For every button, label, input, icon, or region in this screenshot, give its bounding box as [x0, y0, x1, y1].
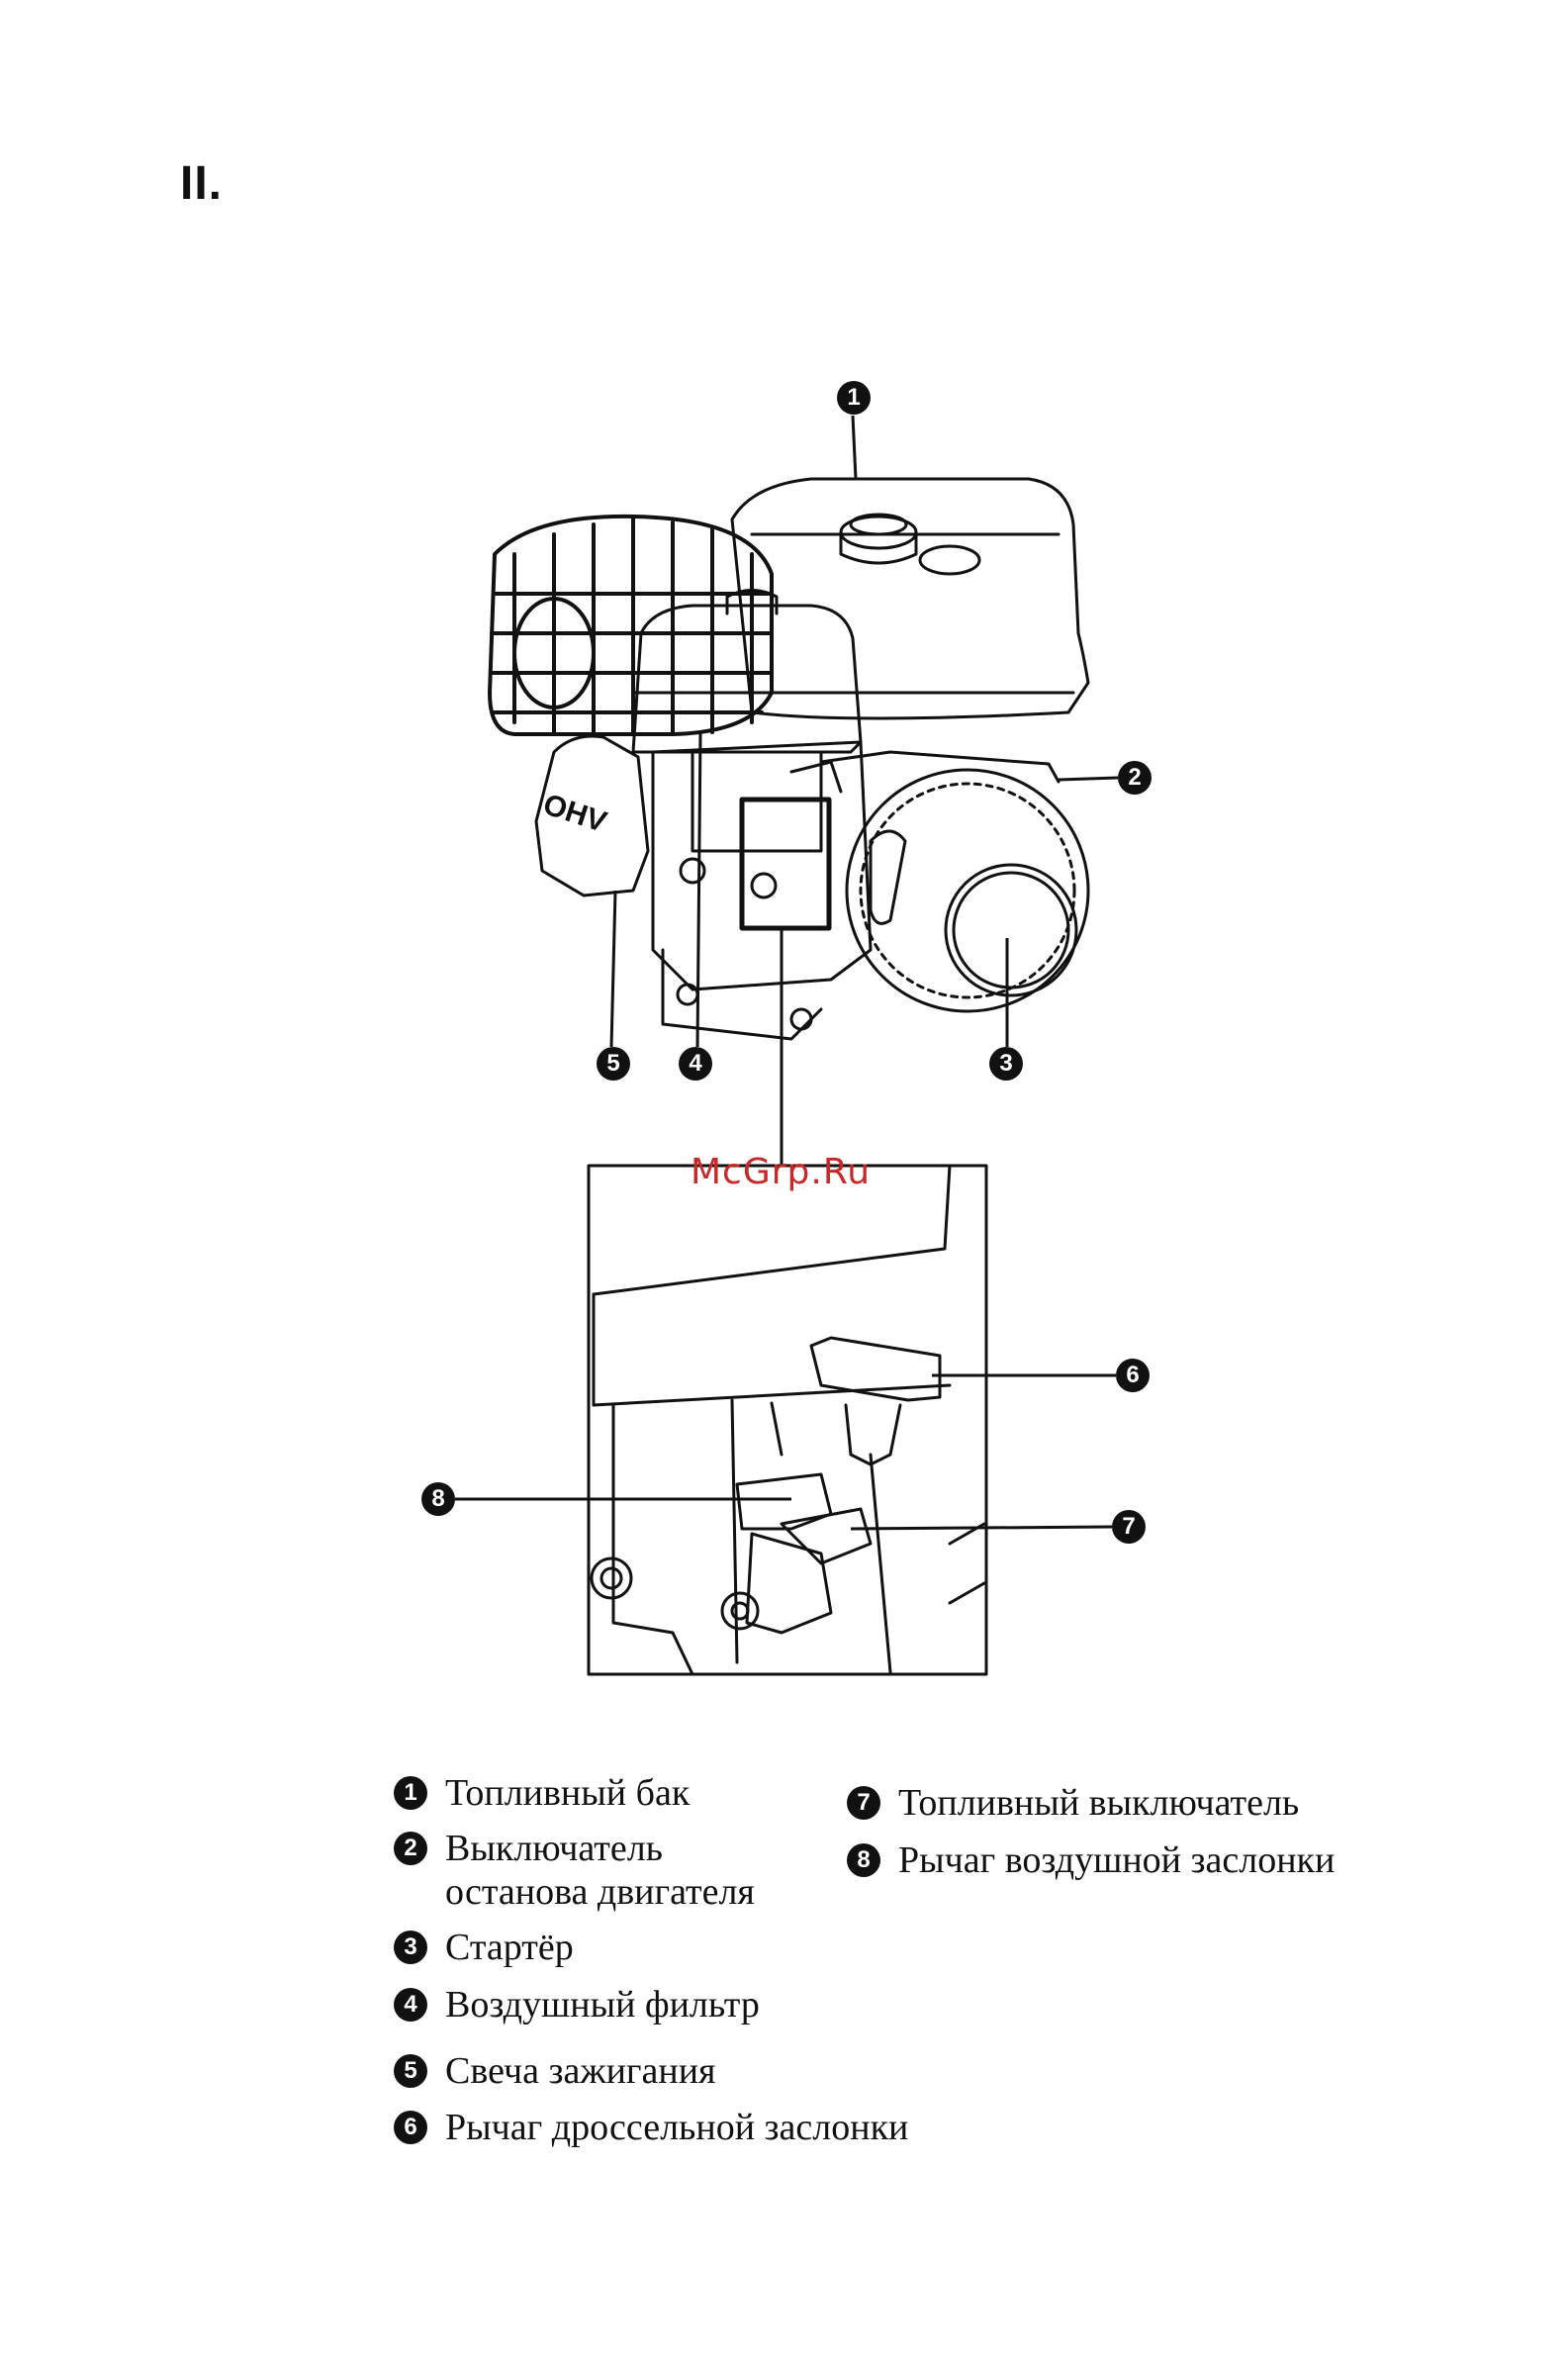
cylinder-head-drawing: OHV [536, 736, 648, 895]
legend-item-5: 5 Свеча зажигания [394, 2049, 716, 2093]
legend-item-2: 2 Выключатель останова двигателя [394, 1827, 755, 1914]
callout-3: 3 [989, 1047, 1023, 1081]
legend-number: 8 [847, 1843, 880, 1877]
legend-label: Стартёр [445, 1926, 574, 1969]
legend-label: Рычаг дроссельной заслонки [445, 2106, 908, 2149]
crankcase-drawing [653, 742, 871, 1039]
legend-label: Воздушный фильтр [445, 1983, 760, 2026]
callout-8: 8 [421, 1482, 455, 1516]
legend-number: 5 [394, 2054, 427, 2088]
detail-view-drawing [589, 1166, 986, 1674]
legend-item-4: 4 Воздушный фильтр [394, 1983, 760, 2026]
legend-number: 2 [394, 1832, 427, 1865]
legend-item-3: 3 Стартёр [394, 1926, 574, 1969]
legend-number: 7 [847, 1786, 880, 1820]
callout-4: 4 [679, 1047, 712, 1081]
legend-label: Рычаг воздушной заслонки [898, 1838, 1335, 1882]
legend-number: 1 [394, 1776, 427, 1810]
svg-text:OHV: OHV [539, 788, 610, 838]
callout-2: 2 [1118, 761, 1152, 795]
detail-marker-box [742, 800, 829, 928]
legend-number: 6 [394, 2111, 427, 2144]
legend-item-7: 7 Топливный выключатель [847, 1781, 1299, 1825]
legend-item-6: 6 Рычаг дроссельной заслонки [394, 2106, 908, 2149]
legend-label: Топливный выключатель [898, 1781, 1299, 1825]
recoil-starter-drawing [821, 752, 1088, 1011]
muffler-guard-drawing [490, 517, 772, 734]
callout-6: 6 [1116, 1359, 1150, 1392]
legend-item-8: 8 Рычаг воздушной заслонки [847, 1838, 1335, 1882]
callout-1: 1 [837, 381, 871, 415]
callout-5: 5 [597, 1047, 630, 1081]
legend-label: Свеча зажигания [445, 2049, 716, 2093]
watermark: McGrp.Ru [691, 1152, 871, 1192]
legend-number: 3 [394, 1931, 427, 1964]
legend-label: Выключатель останова двигателя [445, 1827, 755, 1914]
legend-number: 4 [394, 1988, 427, 2022]
fuel-tank-drawing [732, 479, 1088, 718]
callout-7: 7 [1112, 1510, 1146, 1544]
legend-label: Топливный бак [445, 1771, 690, 1815]
legend-item-1: 1 Топливный бак [394, 1771, 690, 1815]
